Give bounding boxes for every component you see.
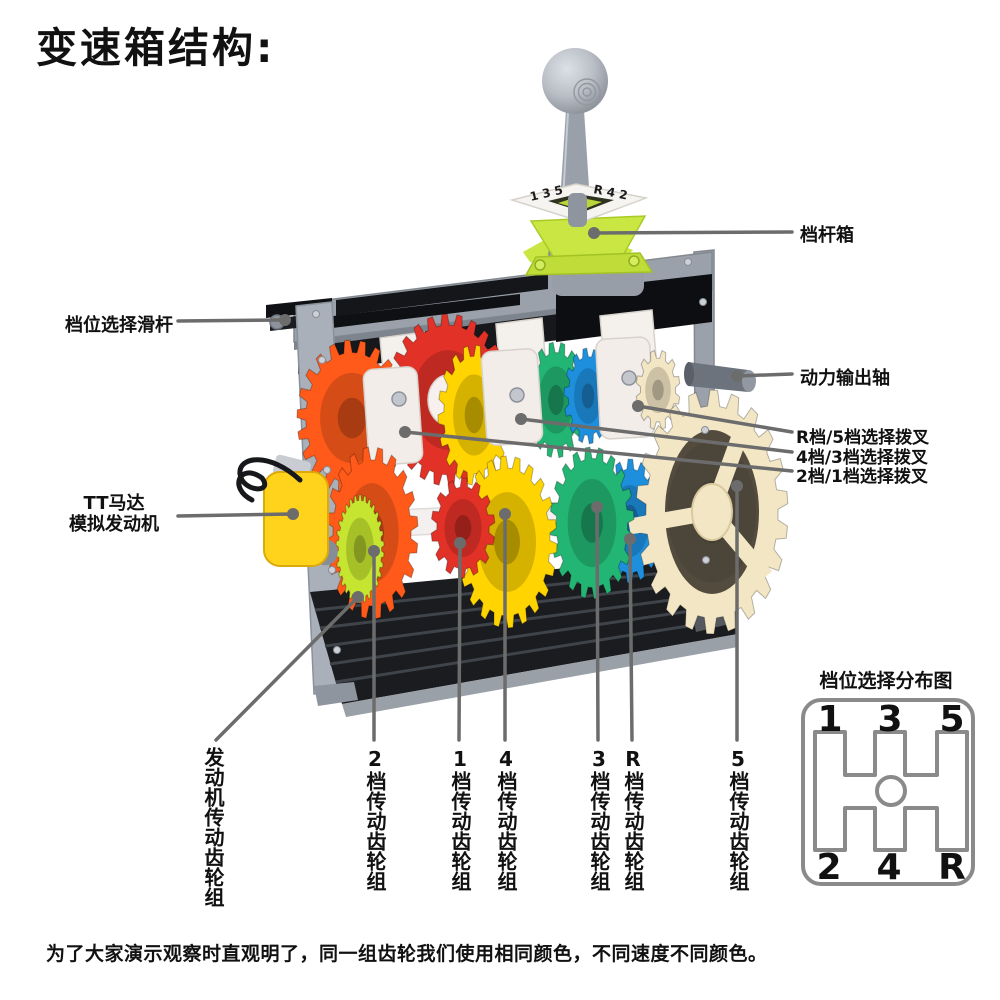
top-plate-opening (336, 274, 548, 316)
power-output-shaft (688, 362, 748, 392)
gear-1st-lower-hub (454, 515, 472, 541)
callout-line-engine (214, 595, 360, 742)
knob-print-ring-1 (577, 82, 597, 102)
caption: 为了大家演示观察时直观明了，同一组齿轮我们使用相同颜色，不同速度不同颜色。 (46, 943, 768, 965)
gear-4th-upper-hub (464, 396, 484, 434)
gear-2nd-upper-hub (337, 397, 367, 439)
gear-3rd-upper-hub (548, 384, 564, 416)
shift-gate-knob (875, 775, 907, 807)
label-gear4-gearset: 4档传动齿轮组 (494, 747, 518, 891)
shift-pos-bottom-4: 4 (876, 847, 901, 888)
shift-pos-bottom-2: 2 (816, 847, 841, 888)
gear-5th-hub (691, 483, 733, 541)
shift-fork-21 (362, 366, 424, 466)
callout-dot-slide-rod (279, 314, 291, 326)
label-tt-motor-line1: TT马达 (83, 493, 145, 514)
callout-line-lever-box (592, 230, 794, 235)
base-rib-4 (335, 616, 739, 684)
callout-dot-fork-43 (515, 413, 527, 425)
base-rib-3 (329, 602, 739, 666)
screw-5 (701, 426, 709, 434)
callout-line-tt-motor (176, 512, 295, 518)
callout-line-output-shaft (735, 372, 794, 378)
label-tt-motor-line2: 模拟发动机 (69, 514, 159, 535)
label-tt-motor: TT马达 模拟发动机 (55, 493, 173, 535)
knob-print-ring-2 (573, 78, 601, 106)
callout-line-fork-r5 (636, 404, 794, 434)
label-gear2-gearset: 2档传动齿轮组 (363, 747, 387, 891)
label-gear5-gearset: 5档传动齿轮组 (726, 747, 750, 891)
gear-4th-lower-hub (494, 519, 520, 565)
flange-tab-2 (628, 255, 640, 267)
label-fork-43: 4档/3档选择拨叉 (796, 448, 928, 468)
label-gear-selection-slide-rod: 档位选择滑杆 (65, 315, 173, 336)
callout-line-fork-21 (403, 430, 794, 473)
callout-dot-engine (352, 591, 364, 603)
lever-knob (542, 48, 608, 114)
shift-pattern-title: 档位选择分布图 (819, 670, 953, 692)
fork-43-screw (509, 387, 525, 403)
output-shaft-cap (742, 370, 756, 392)
knob-print-ring-0 (582, 87, 592, 97)
label-gearR-gearset: R档传动齿轮组 (621, 747, 645, 891)
callout-line-gearR (628, 537, 634, 742)
callout-dot-output-shaft (731, 370, 743, 382)
callout-line-slide-rod (176, 318, 287, 323)
screw-4 (699, 298, 707, 306)
base-lip (342, 634, 738, 717)
label-gear3-gearset: 3档传动齿轮组 (587, 747, 611, 891)
engine-gear-lime-hub (353, 534, 367, 564)
callout-dot-tt-motor (287, 508, 299, 520)
lever-box-flange (524, 252, 654, 276)
screw-1 (323, 466, 331, 474)
callout-dot-lever-box (588, 227, 600, 239)
motor-wires (236, 457, 303, 503)
callout-dot-fork-21 (399, 426, 411, 438)
lever-shaft-lower (568, 193, 587, 227)
callout-line-gear3 (595, 505, 600, 742)
slide-rail (300, 294, 520, 332)
flange-tab-1 (534, 259, 546, 271)
label-fork-21: 2档/1档选择拨叉 (796, 467, 928, 487)
screw-3 (333, 646, 341, 654)
label-power-output-shaft: 动力输出轴 (800, 368, 890, 389)
page-title: 变速箱结构: (36, 24, 276, 72)
fork-r5-screw (621, 370, 637, 386)
callout-dot-gear5 (731, 480, 743, 492)
output-shaft-base (684, 362, 694, 386)
callout-dot-gear4 (499, 508, 511, 520)
label-fork-r5: R档/5档选择拨叉 (796, 428, 930, 448)
shift-pos-top-3: 3 (877, 699, 902, 740)
gear-R-upper-hub (581, 383, 595, 409)
screw-8 (684, 258, 692, 266)
callout-line-fork-43 (519, 417, 794, 454)
screw-7 (312, 310, 320, 318)
callout-dot-gearR (624, 533, 636, 545)
gate-plate-marks-right: R 4 2 (592, 182, 628, 202)
label-engine-gearset: 发动机传动齿轮组 (201, 747, 225, 907)
callout-dot-fork-r5 (632, 400, 644, 412)
callout-line-gear1 (457, 541, 462, 742)
screw-6 (702, 556, 710, 564)
label-lever-box: 档杆箱 (800, 225, 854, 246)
shift-pos-bottom-R: R (938, 847, 966, 888)
fork-21-screw (391, 391, 407, 407)
callout-dot-gear1 (454, 537, 466, 549)
gear-5th-upper-hub (652, 379, 664, 401)
shift-pos-top-1: 1 (817, 699, 842, 740)
callout-dot-gear2 (368, 545, 380, 557)
label-gear1-gearset: 1档传动齿轮组 (448, 747, 472, 891)
shift-pos-top-5: 5 (939, 699, 964, 740)
callout-dot-gear3 (591, 501, 603, 513)
lever-shaft-highlight (562, 111, 569, 201)
screw-0 (318, 356, 326, 364)
left-foot (314, 682, 358, 706)
screw-2 (328, 566, 336, 574)
